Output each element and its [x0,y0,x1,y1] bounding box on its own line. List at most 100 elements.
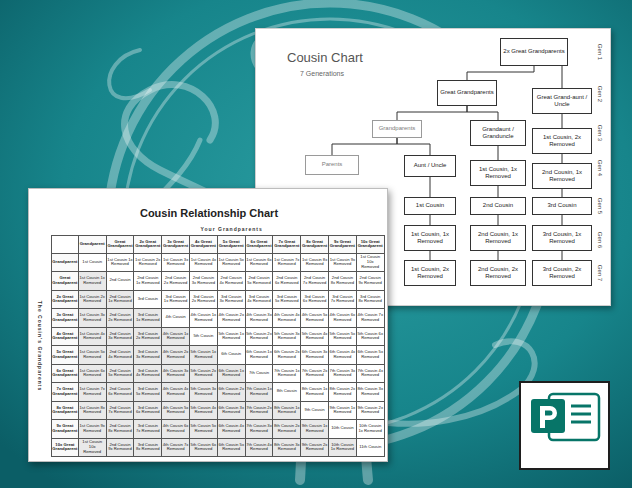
relative-box: 2nd Cousin, 1x Removed [470,225,526,251]
table-cell: 6th Cousin 5x Removed [218,439,246,458]
tree-connector [498,215,499,225]
tree-connector [467,106,498,120]
relative-name: Great Grandparents [440,89,493,96]
table-cell: 6th Cousin [218,346,246,365]
table-cell: 7th Cousin 2x Removed [246,402,274,421]
row-header: Grandparent [51,254,79,273]
relative-box: Grandaunt / Granduncle [470,120,526,146]
table-cell: 1st Cousin 5x Removed [79,346,107,365]
table-cell: 4th Cousin 7x Removed [162,439,190,458]
column-axis-label: Your Grandparents [201,226,263,232]
table-cell: 3rd Cousin 1x Removed [134,309,162,328]
relative-box: 3rd Cousin, 1x Removed [532,225,592,251]
table-cell: 4th Cousin 1x Removed [162,328,190,347]
table-cell: 1st Cousin 1x Removed [79,272,107,291]
table-cell: 6th Cousin 4x Removed [329,346,357,365]
table-cell: 8th Cousin 3x Removed [273,439,301,458]
table-cell: 8th Cousin 1x Removed [301,383,329,402]
table-cell: 5th Cousin 6x Removed [190,439,218,458]
relative-box: Parents [305,155,359,175]
row-header: 9x Great Grandparent [51,420,79,439]
table-cell: 3rd Cousin 6x Removed [301,291,329,310]
table-cell: 4th Cousin 2x Removed [218,309,246,328]
table-cell: 1st Cousin 10x Removed [357,254,385,273]
table-cell: 4th Cousin 4x Removed [162,383,190,402]
table-cell: 3rd Cousin 3x Removed [218,291,246,310]
tree-connector [562,154,563,163]
relative-name: 2nd Cousin, 1x Removed [473,231,523,245]
relative-name: 1st Cousin, 1x Removed [473,166,523,180]
table-cell: 3rd Cousin 2x Removed [190,291,218,310]
table-cell: 6th Cousin 5x Removed [357,346,385,365]
table-cell: 3rd Cousin 8x Removed [357,291,385,310]
relative-box: 1st Cousin, 2x Removed [404,260,456,286]
table-cell: 2nd Cousin 6x Removed [107,383,135,402]
table-cell: 7th Cousin 1x Removed [246,383,274,402]
table-cell: 1st Cousin 8x Removed [301,254,329,273]
relative-name: 1st Cousin, 1x Removed [407,231,453,245]
table-cell: 3rd Cousin 6x Removed [134,402,162,421]
table-cell: 1st Cousin 3x Removed [79,309,107,328]
column-header: 9x Great Grandparent [329,235,357,254]
table-cell: 6th Cousin 2x Removed [273,346,301,365]
row-axis-label: The Cousin's Grandparents [37,301,43,391]
table-cell: 8th Cousin 1x Removed [273,402,301,421]
tree-connector [430,177,431,197]
table-cell: 4th Cousin 4x Removed [273,309,301,328]
relative-name: 1st Cousin [416,202,444,209]
chart-title: Cousin Chart [287,50,363,65]
table-cell: 1st Cousin 9x Removed [329,254,357,273]
table-cell: 2nd Cousin 8x Removed [329,272,357,291]
relative-box: Great Grandparents [437,80,497,106]
table-cell: 8th Cousin 2x Removed [329,383,357,402]
subtitle: 7 Generations [300,70,344,77]
relative-name: 3rd Cousin [547,202,576,209]
relative-box: 1st Cousin, 2x Removed [532,128,592,154]
table-cell: 5th Cousin 4x Removed [190,402,218,421]
row-header: 6x Great Grandparent [51,365,79,384]
tree-connector [430,215,431,225]
table-cell: 7th Cousin [246,365,274,384]
table-cell: 2nd Cousin 4x Removed [218,272,246,291]
table-cell: 6th Cousin 3x Removed [218,402,246,421]
table-cell: 1st Cousin 1x Removed [107,254,135,273]
relative-box: 3rd Cousin [532,197,592,215]
table-cell: 1st Cousin 2x Removed [79,291,107,310]
relative-name: 1st Cousin, 2x Removed [407,266,453,280]
relative-box: 1st Cousin, 1x Removed [470,160,526,186]
table-cell: 6th Cousin 1x Removed [246,346,274,365]
column-header: 10x Great Grandparent [357,235,385,254]
relative-name: Grandparents [379,125,416,132]
table-cell: 5th Cousin 1x Removed [190,346,218,365]
table-cell: 5th Cousin 3x Removed [190,383,218,402]
column-header: Grandparent [79,235,107,254]
table-cell: 2nd Cousin 8x Removed [107,420,135,439]
table-cell: 2nd Cousin 7x Removed [301,272,329,291]
table-cell: 2nd Cousin 2x Removed [162,272,190,291]
table-title: Cousin Relationship Chart [140,207,278,219]
generation-label: Gen 4 [597,160,603,176]
tree-connector [397,106,467,120]
column-header: 2x Great Grandparent [134,235,162,254]
table-cell: 2nd Cousin 9x Removed [107,439,135,458]
table-cell: 1st Cousin 9x Removed [79,420,107,439]
table-cell: 2nd Cousin 4x Removed [107,346,135,365]
generation-label: Gen 3 [597,125,603,141]
generation-label: Gen 6 [597,232,603,248]
publisher-icon [519,381,611,471]
table-cell: 1st Cousin 10x Removed [79,439,107,458]
relative-box: 2nd Cousin, 1x Removed [532,163,592,189]
table-cell: 3rd Cousin 1x Removed [162,291,190,310]
table-cell: 2nd Cousin [107,272,135,291]
table-cell: 11th Cousin [357,439,385,458]
table-cell: 3rd Cousin 4x Removed [246,291,274,310]
table-sheet: Cousin Relationship ChartYour Grandparen… [28,188,388,462]
table-cell: 7th Cousin 2x Removed [301,365,329,384]
relative-name: Parents [322,161,343,168]
tree-connector [562,66,563,88]
table-cell: 3rd Cousin 3x Removed [134,346,162,365]
relative-name: 3rd Cousin, 1x Removed [535,231,589,245]
relative-name: Aunt / Uncle [414,162,447,169]
relative-name: Great Grand-aunt / Uncle [535,94,589,108]
table-cell: 2nd Cousin 2x Removed [107,309,135,328]
